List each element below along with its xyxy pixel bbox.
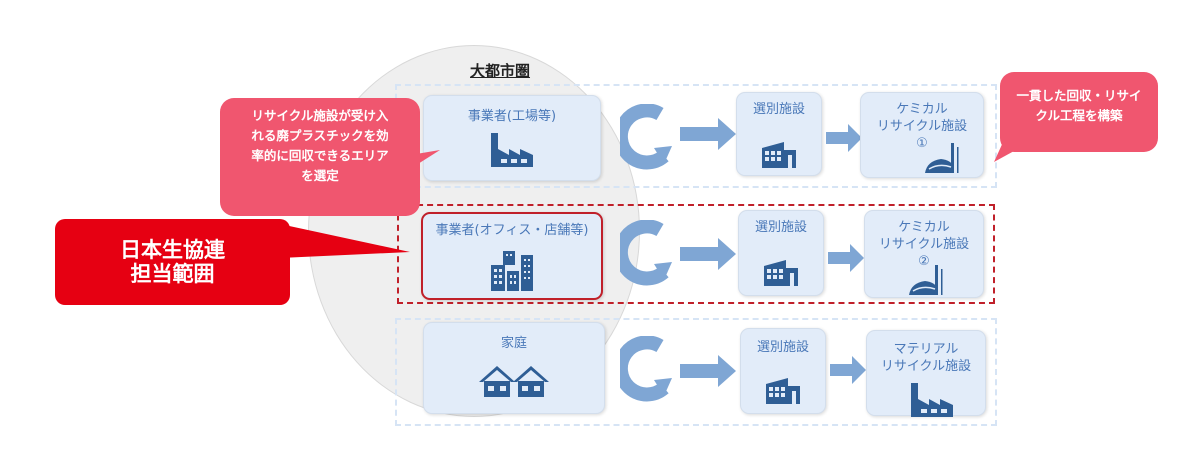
callout-line: 率的に回収できるエリア	[251, 148, 389, 163]
building-icon	[762, 142, 796, 168]
collection-cycle-icon	[620, 336, 680, 402]
callout-line: れる廃プラスチックを効	[251, 128, 389, 143]
integrated-process-callout: 一貫した回収・リサイ クル工程を構築	[1000, 72, 1158, 152]
source-label: 事業者(工場等)	[467, 109, 557, 124]
chemical-plant-icon	[908, 265, 944, 296]
sorting-card: 選別施設	[736, 92, 822, 176]
sorting-label: 選別施設	[754, 220, 807, 235]
callout-line: 日本生協連	[120, 238, 225, 262]
recycling-card-material: マテリアル リサイクル施設	[866, 330, 986, 417]
recycling-card-chemical-1: ケミカル リサイクル施設 ①	[860, 92, 984, 178]
recycling-label-line2: リサイクル施設	[878, 237, 970, 252]
source-card-office: 事業者(オフィス・店舗等)	[421, 212, 603, 300]
factory-icon	[911, 383, 953, 417]
lane-household-frame	[395, 318, 997, 426]
collection-cycle-icon	[620, 104, 680, 170]
collection-cycle-icon	[620, 220, 680, 286]
callout-line: リサイクル施設が受け入	[251, 108, 389, 123]
recycling-label-line2: リサイクル施設	[880, 359, 972, 374]
building-icon	[766, 378, 800, 404]
recycling-label-line3: ②	[918, 254, 930, 269]
sorting-label: 選別施設	[756, 340, 809, 355]
houses-icon	[479, 366, 549, 397]
recycling-label-line1: ケミカル	[898, 220, 950, 235]
arrow-right-icon	[680, 355, 736, 387]
source-card-household: 家庭	[423, 322, 605, 414]
chemical-plant-icon	[924, 143, 960, 174]
arrow-right-icon	[680, 238, 736, 270]
arrow-right-icon	[828, 244, 864, 272]
callout-line: を選定	[301, 168, 339, 183]
area-selection-callout: リサイクル施設が受け入 れる廃プラスチックを効 率的に回収できるエリア を選定	[220, 98, 420, 216]
recycling-label-line3: ①	[916, 136, 928, 151]
recycling-label-line1: マテリアル	[893, 342, 959, 357]
jccu-scope-callout: 日本生協連 担当範囲	[55, 219, 290, 305]
recycling-card-chemical-2: ケミカル リサイクル施設 ②	[864, 210, 984, 298]
arrow-right-icon	[830, 356, 866, 384]
metro-area-title: 大都市圏	[470, 62, 531, 80]
building-icon	[764, 260, 798, 286]
callout-line: クル工程を構築	[1035, 108, 1123, 123]
recycling-label-line1: ケミカル	[896, 102, 948, 117]
arrow-right-icon	[826, 124, 862, 152]
lane-office-frame	[397, 204, 995, 304]
source-card-factory: 事業者(工場等)	[423, 95, 601, 181]
callout-pointer	[280, 224, 410, 258]
recycling-label-line2: リサイクル施設	[876, 119, 968, 134]
sorting-label: 選別施設	[752, 102, 805, 117]
source-label: 事業者(オフィス・店舗等)	[435, 223, 589, 238]
source-label: 家庭	[500, 336, 527, 351]
sorting-card: 選別施設	[738, 210, 824, 296]
arrow-right-icon	[680, 118, 736, 150]
office-buildings-icon	[491, 251, 533, 291]
callout-line: 担当範囲	[130, 262, 215, 286]
sorting-card: 選別施設	[740, 328, 826, 414]
callout-line: 一貫した回収・リサイ	[1016, 88, 1142, 103]
factory-icon	[491, 133, 533, 167]
